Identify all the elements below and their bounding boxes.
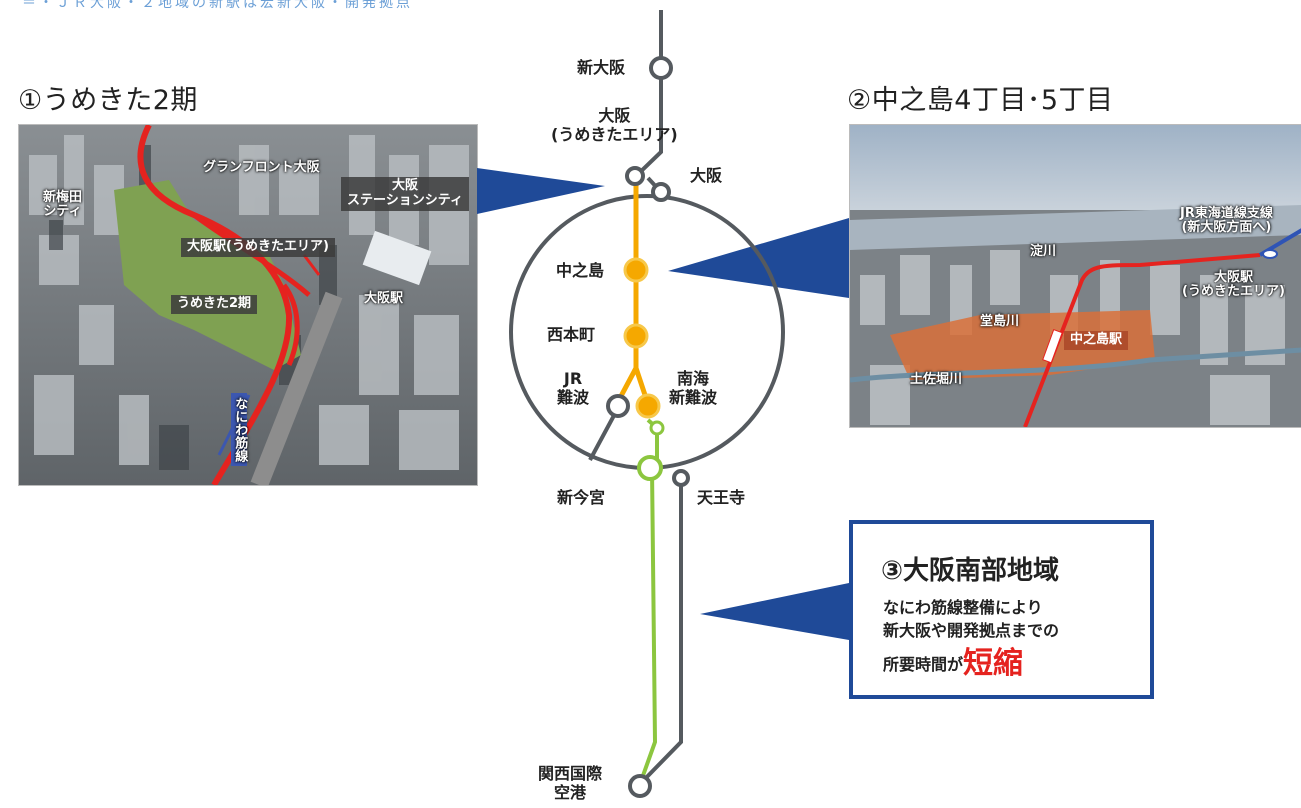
gray-line-branch-umekita bbox=[634, 150, 663, 178]
label-dojimagawa: 堂島川 bbox=[980, 314, 1020, 329]
label-station-city: 大阪 ステーションシティ bbox=[341, 177, 469, 211]
label-naniwa-line: なにわ筋線 bbox=[231, 393, 248, 466]
station-shin-imamiya-marker bbox=[637, 455, 663, 481]
south-osaka-line3: 所要時間が短縮 bbox=[883, 642, 1059, 686]
station-kix: 関西国際 空港 bbox=[538, 764, 603, 803]
south-osaka-line3-prefix: 所要時間が bbox=[883, 655, 964, 675]
south-osaka-emphasis: 短縮 bbox=[963, 646, 1024, 682]
station-nankai-sub-marker bbox=[649, 420, 665, 436]
nakanoshima-aerial-photo: JR東海道線支線 (新大阪方面へ) 淀川 大阪駅 (うめきたエリア) 堂島川 中… bbox=[849, 124, 1301, 428]
label-osaka-umekita-2: 大阪駅 (うめきたエリア) bbox=[1182, 270, 1285, 300]
gray-line-south bbox=[638, 478, 683, 786]
station-jr-namba-marker bbox=[606, 394, 630, 418]
label-osaka-umekita: 大阪駅(うめきたエリア) bbox=[181, 238, 335, 257]
station-osaka-umekita-marker bbox=[625, 166, 645, 186]
station-tennoji-marker bbox=[672, 469, 690, 487]
station-shin-osaka-marker bbox=[649, 56, 673, 80]
umekita-title: ①うめきた2期 bbox=[18, 85, 198, 116]
top-cropped-text: ＝・ＪＲ大阪・２地域の新駅は宏新大阪・開発拠点 bbox=[22, 0, 413, 11]
south-osaka-line2: 新大阪や開発拠点までの bbox=[883, 621, 1060, 641]
nakanoshima-title: ②中之島4丁目･5丁目 bbox=[847, 85, 1114, 116]
south-osaka-line1: なにわ筋線整備により bbox=[883, 598, 1043, 617]
pointer-to-nakanoshima bbox=[668, 218, 849, 298]
umekita-aerial-photo: グランフロント大阪 新梅田 シティ 大阪 ステーションシティ 大阪駅(うめきたエ… bbox=[18, 124, 478, 486]
station-nankai-namba: 南海 新難波 bbox=[669, 369, 718, 408]
label-jr-branch: JR東海道線支線 (新大阪方面へ) bbox=[1180, 206, 1273, 236]
label-shin-umeda: 新梅田 シティ bbox=[43, 190, 83, 220]
station-nakanoshima-marker bbox=[623, 257, 649, 283]
label-tosaborigawa: 土佐堀川 bbox=[910, 372, 963, 387]
station-osaka-marker bbox=[651, 182, 671, 202]
station-nishihonmachi: 西本町 bbox=[547, 325, 596, 344]
station-osaka: 大阪 bbox=[690, 166, 723, 185]
station-kix-marker bbox=[628, 774, 652, 798]
station-tennoji: 天王寺 bbox=[697, 488, 746, 507]
south-osaka-callout: ③大阪南部地域 なにわ筋線整備により 新大阪や開発拠点までの 所要時間が短縮 bbox=[849, 520, 1154, 699]
orange-line bbox=[617, 178, 639, 400]
station-osaka-umekita: 大阪 (うめきたエリア) bbox=[551, 106, 678, 145]
station-nakanoshima: 中之島 bbox=[556, 261, 605, 280]
label-umekita2: うめきた2期 bbox=[171, 295, 258, 314]
label-yodogawa: 淀川 bbox=[1030, 244, 1057, 259]
station-shin-osaka: 新大阪 bbox=[577, 58, 626, 77]
station-nankai-namba-marker bbox=[635, 393, 661, 419]
station-shin-imamiya: 新今宮 bbox=[557, 488, 606, 507]
station-jr-namba: JR 難波 bbox=[557, 369, 590, 408]
south-osaka-body: なにわ筋線整備により 新大阪や開発拠点までの 所要時間が短縮 bbox=[883, 596, 1059, 686]
station-nishihonmachi-marker bbox=[623, 323, 649, 349]
nakanoshima-photo-illustration bbox=[850, 125, 1301, 427]
label-osaka-station: 大阪駅 bbox=[364, 291, 404, 306]
south-osaka-title: ③大阪南部地域 bbox=[881, 556, 1060, 586]
label-nakanoshima-station: 中之島駅 bbox=[1064, 331, 1129, 350]
pointer-to-umekita bbox=[477, 168, 605, 214]
label-grand-front: グランフロント大阪 bbox=[203, 160, 320, 175]
pointer-to-south bbox=[700, 583, 849, 640]
